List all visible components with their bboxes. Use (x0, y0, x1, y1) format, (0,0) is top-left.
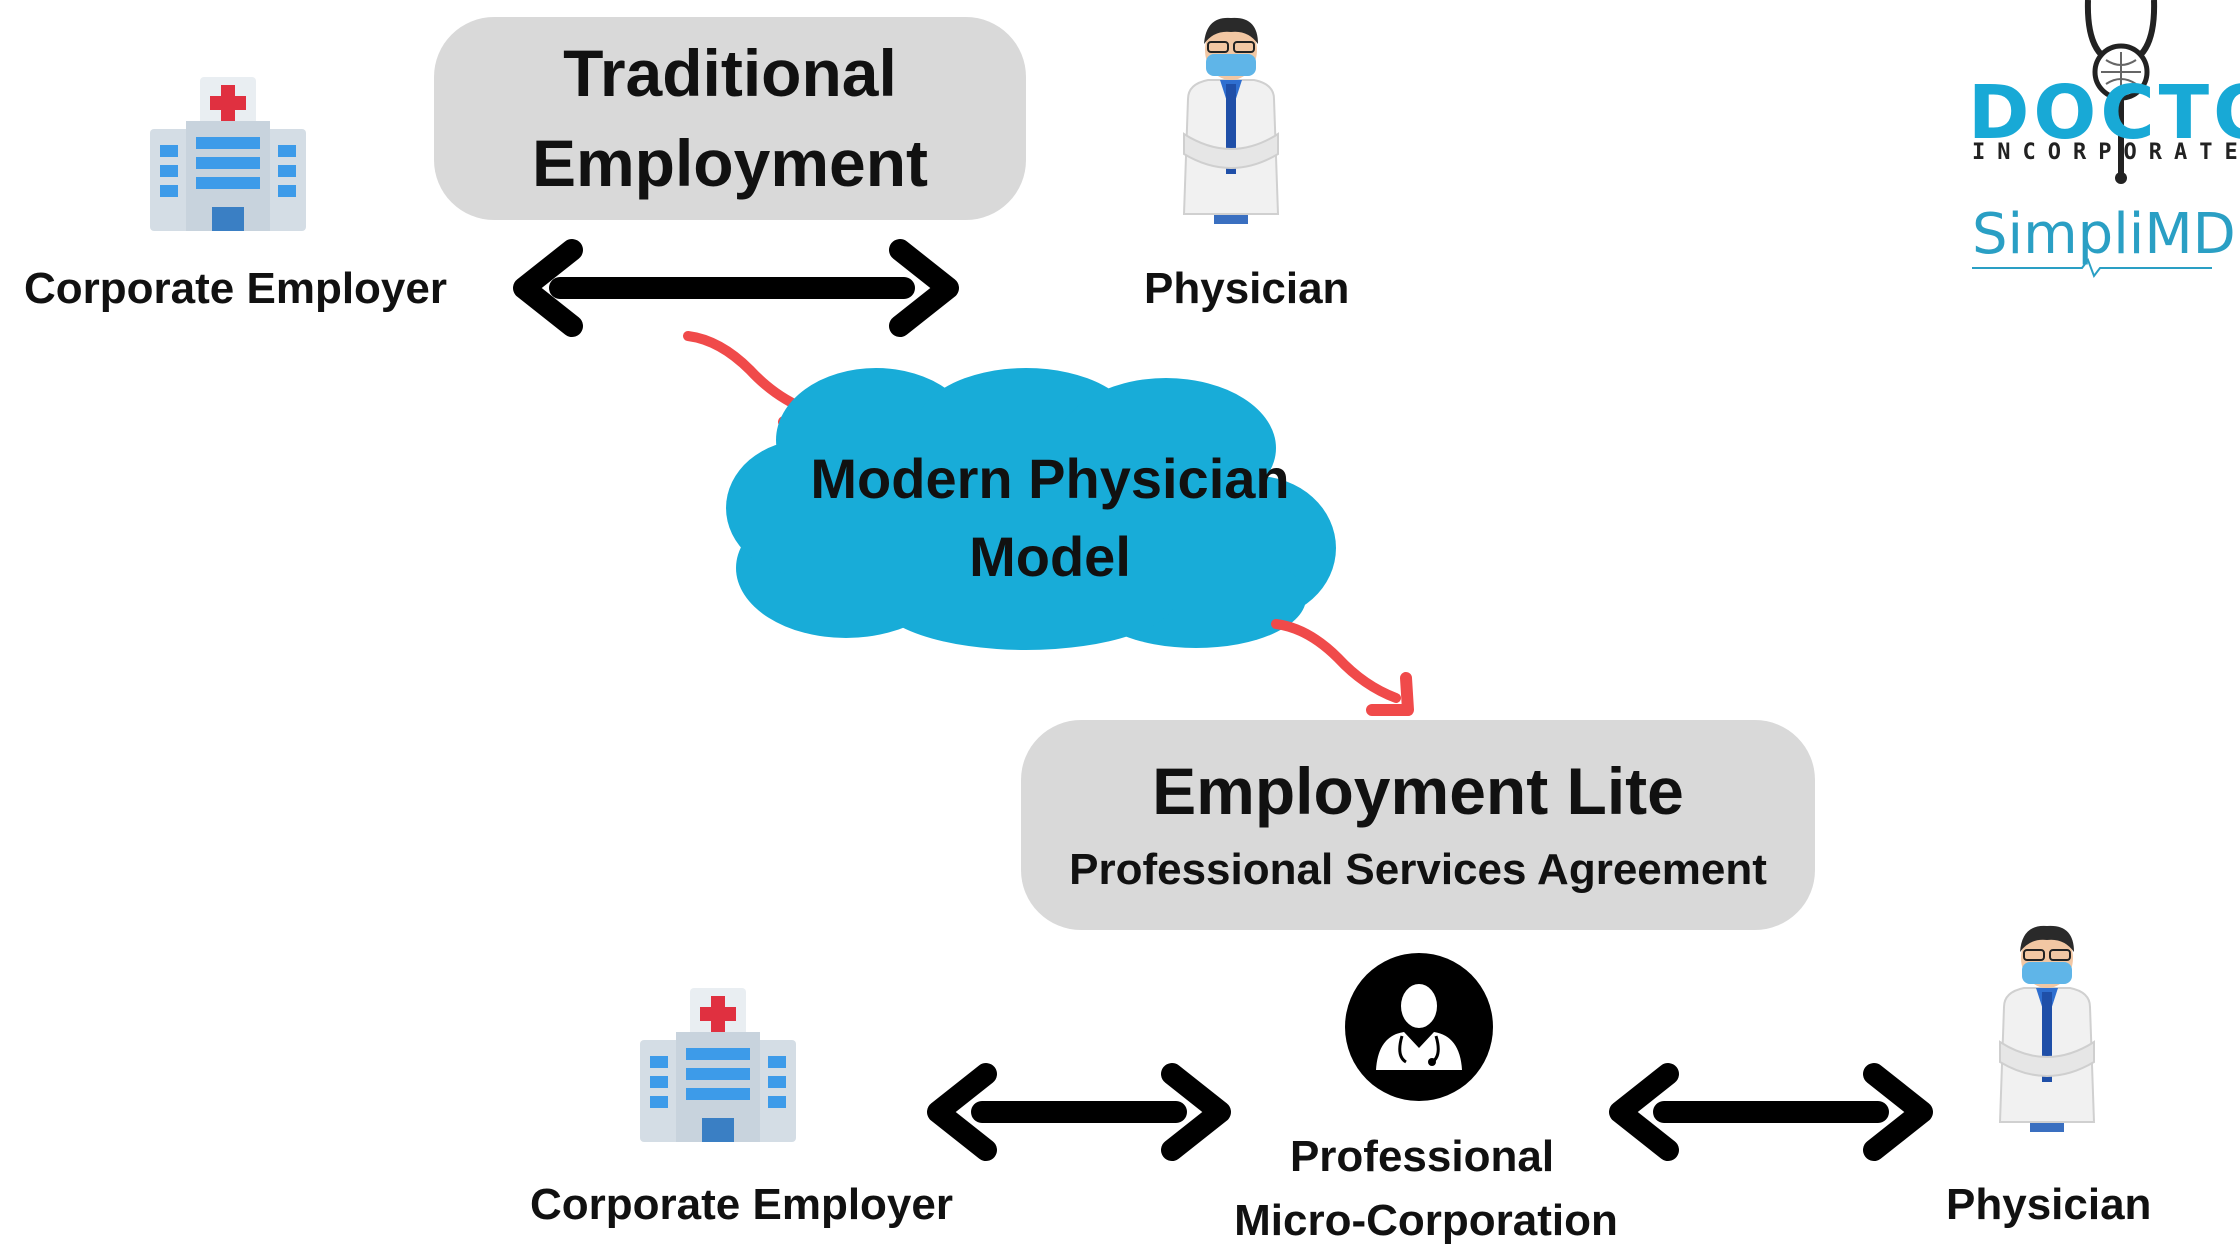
brand-second-text: SimpliMD (1972, 202, 2236, 267)
doctor-avatar-icon (1345, 953, 1493, 1101)
cloud-line1: Modern Physician (810, 447, 1290, 510)
brand-main-text: DOCTOR (1968, 70, 2240, 156)
heartbeat-line-icon (1972, 257, 2212, 279)
bottom-physician-label: Physician (1946, 1180, 2152, 1229)
employment-lite-title: Employment Lite (1152, 753, 1684, 828)
logo-area: DOCTOR INCORPORATED SimpliMD (1968, 0, 2240, 290)
cloud-line2: Model (969, 525, 1131, 589)
bottom-employer-label: Corporate Employer (530, 1180, 953, 1229)
traditional-title-line1: Traditional (563, 36, 897, 111)
stethoscope-icon (2084, 0, 2158, 184)
top-employer-label: Corporate Employer (24, 264, 447, 313)
traditional-title-line2: Employment (531, 125, 929, 200)
double-arrow-icon (927, 1063, 1231, 1161)
double-arrow-icon (513, 239, 959, 337)
cloud-shape (726, 368, 1336, 650)
hospital-icon (640, 988, 796, 1142)
micro-corp-line2: Micro-Corporation (1234, 1196, 1618, 1245)
doctor-icon (1182, 17, 1280, 224)
top-physician-label: Physician (1144, 264, 1350, 313)
employment-lite-subtitle: Professional Services Agreement (1069, 845, 1767, 895)
doctor-icon (1998, 925, 2096, 1132)
curved-arrow-icon (1271, 619, 1414, 716)
double-arrow-icon (1609, 1063, 1933, 1161)
employment-lite-box: Employment Lite Professional Services Ag… (1021, 720, 1815, 930)
hospital-icon (150, 77, 306, 231)
micro-corp-line1: Professional (1289, 1132, 1555, 1181)
traditional-employment-box: Traditional Employment (434, 17, 1026, 220)
cloud-label: Modern Physician Model (740, 440, 1360, 597)
brand-sub-text: INCORPORATED (1972, 140, 2240, 165)
